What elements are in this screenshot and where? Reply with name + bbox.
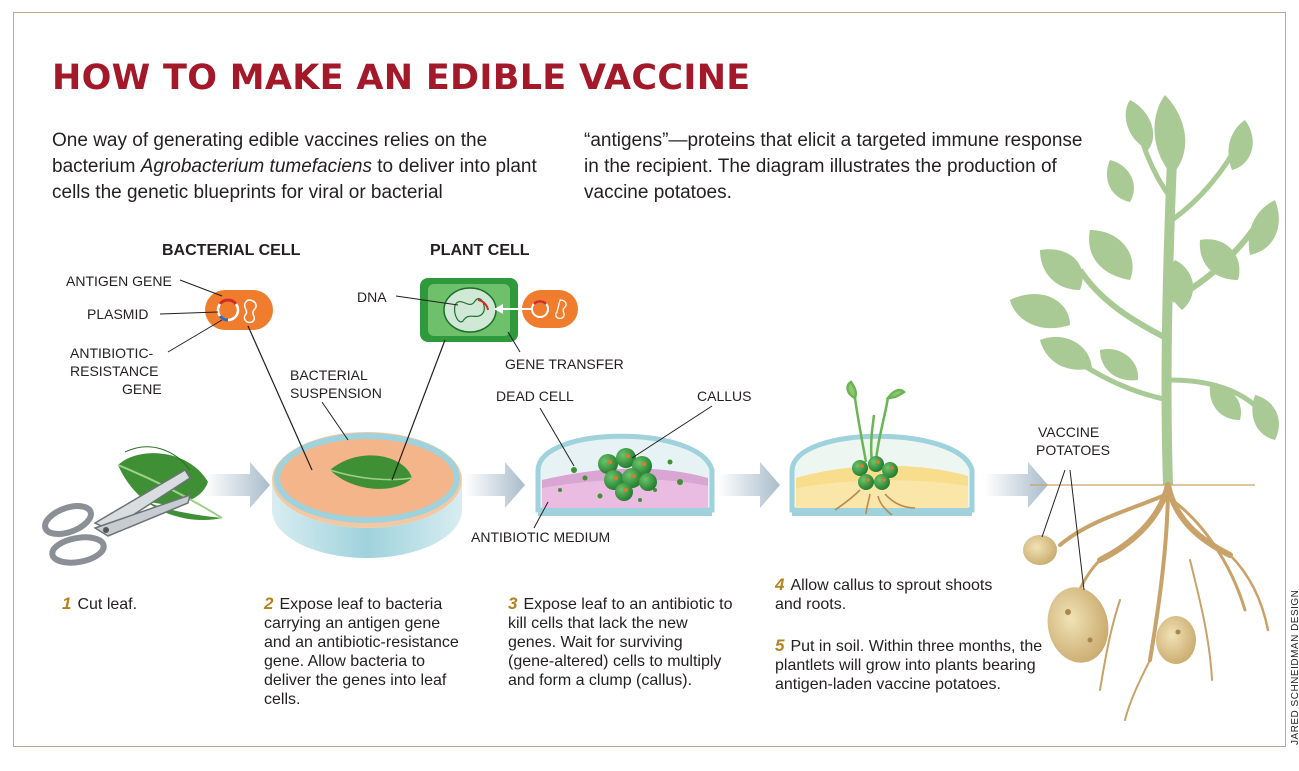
vaccine-potatoes (1023, 535, 1196, 664)
arrow-step3-4 (718, 462, 780, 508)
intro-column-1: One way of generating edible vaccines re… (52, 128, 562, 206)
arrow-step1-2 (205, 462, 270, 508)
step-5-number: 5 (775, 636, 785, 655)
sprouting-callus-dome (789, 380, 975, 516)
illustration-credit: JARED SCHNEIDMAN DESIGN (1290, 589, 1299, 745)
label-antibiotic-resistance-line3: GENE (122, 381, 162, 397)
bacterial-suspension-dish (272, 432, 462, 558)
step-4-number: 4 (775, 575, 785, 594)
header-bacterial-cell: BACTERIAL CELL (162, 242, 301, 259)
intro-text-a: One way of generating edible vaccines re… (52, 130, 488, 177)
label-gene-transfer: GENE TRANSFER (505, 356, 624, 372)
potato-plant-foliage (1010, 95, 1279, 486)
label-antibiotic-resistance-line2: RESISTANCE (70, 363, 159, 379)
arrow-step4-5 (985, 462, 1048, 508)
label-bacterial-suspension-line2: SUSPENSION (290, 385, 382, 401)
step-5-text: Put in soil. Within three months, the pl… (775, 638, 1043, 693)
label-dead-cell: DEAD CELL (496, 388, 574, 404)
callus-clump (598, 448, 657, 501)
intro-text-b: to deliver into plant cells the genetic … (52, 156, 537, 203)
intro-column-2: “antigens”—proteins that elicit a target… (584, 130, 1083, 203)
gene-transfer-arrow (494, 304, 532, 314)
step-2-number: 2 (264, 594, 274, 613)
page-title: HOW TO MAKE AN EDIBLE VACCINE (52, 58, 751, 98)
header-plant-cell: PLANT CELL (430, 242, 530, 259)
step-2-text: Expose leaf to bacteria carrying an anti… (264, 596, 459, 708)
step-1-text: Cut leaf. (77, 596, 138, 613)
arrow-step2-3 (465, 462, 525, 508)
label-antigen-gene: ANTIGEN GENE (66, 273, 172, 289)
label-bacterial-suspension-line1: BACTERIAL (290, 367, 368, 383)
label-plasmid: PLASMID (87, 306, 149, 322)
step-4-text: Allow callus to sprout shoots and roots. (775, 577, 993, 613)
step-3-number: 3 (508, 594, 518, 613)
label-dna: DNA (357, 289, 387, 305)
label-antibiotic-medium: ANTIBIOTIC MEDIUM (471, 529, 611, 545)
label-vaccine-potatoes-line1: VACCINE (1038, 424, 1100, 440)
step-1-caption: 1 Cut leaf. (62, 594, 232, 614)
label-callus: CALLUS (697, 388, 752, 404)
label-antibiotic-resistance-line1: ANTIBIOTIC- (70, 345, 154, 361)
potato-plant-roots (1058, 482, 1270, 721)
label-vaccine-potatoes-line2: POTATOES (1036, 442, 1110, 458)
step-1-number: 1 (62, 594, 72, 613)
intro-organism-name: Agrobacterium tumefaciens (140, 156, 372, 177)
plant-cell (420, 278, 518, 342)
step-3-text: Expose leaf to an antibiotic to kill cel… (508, 596, 733, 689)
border-frame (13, 12, 1286, 747)
cut-leaf-illustration (42, 446, 223, 566)
